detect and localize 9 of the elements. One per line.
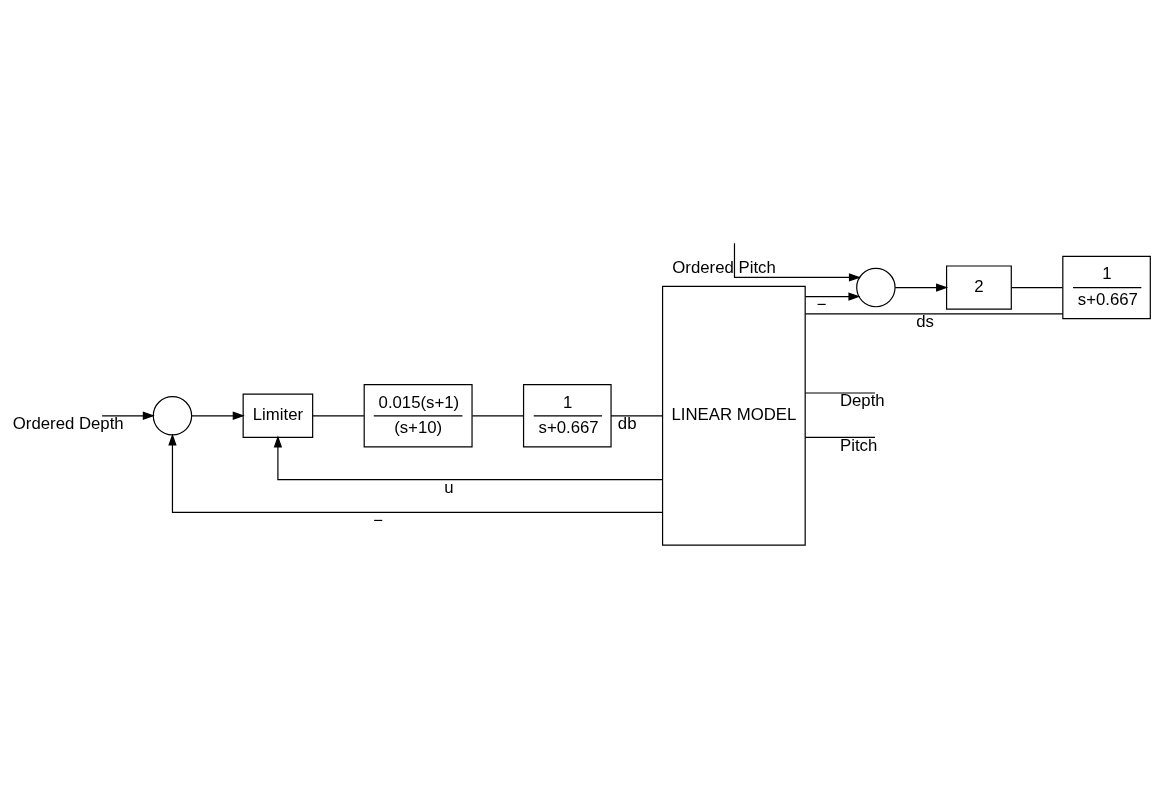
edge-label: Ordered Depth <box>12 414 124 434</box>
edge-label: db <box>617 414 637 434</box>
edge-label: ds <box>916 312 934 332</box>
edge-label: Pitch <box>840 435 878 455</box>
edge-label: − <box>373 510 384 530</box>
edge-label: u <box>444 478 454 498</box>
edge-label: Ordered Pitch <box>672 257 776 277</box>
edge-label: Depth <box>839 391 885 411</box>
edge-label: − <box>816 294 827 314</box>
